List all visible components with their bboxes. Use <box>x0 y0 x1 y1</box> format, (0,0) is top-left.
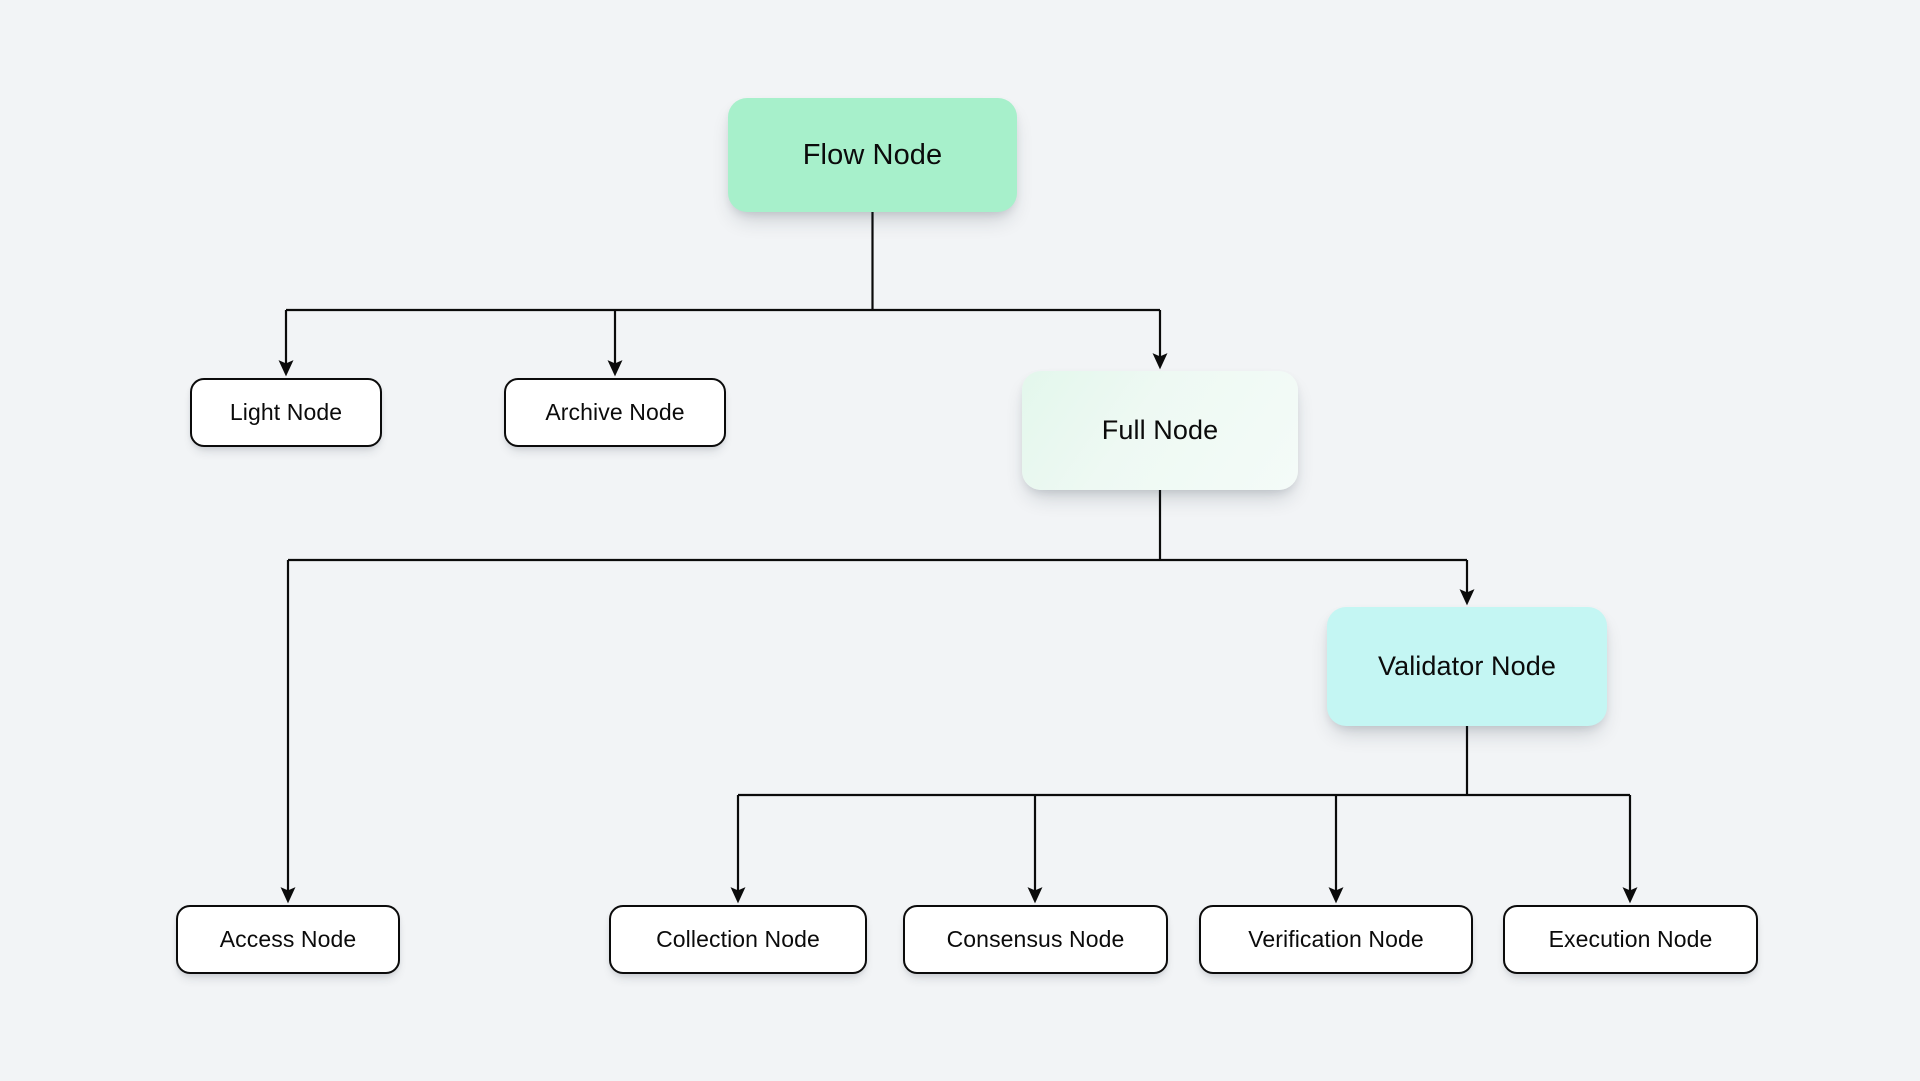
node-validator-node-label: Validator Node <box>1377 651 1556 681</box>
node-consensus-node-label: Consensus Node <box>946 926 1125 952</box>
node-archive-node[interactable]: Archive Node <box>504 378 726 447</box>
node-access-node-label: Access Node <box>219 926 357 952</box>
node-validator-node[interactable]: Validator Node <box>1327 607 1607 726</box>
node-execution-node[interactable]: Execution Node <box>1503 905 1758 974</box>
node-light-node-label: Light Node <box>229 399 343 425</box>
node-execution-node-label: Execution Node <box>1548 926 1713 952</box>
node-full-node[interactable]: Full Node <box>1022 371 1298 490</box>
node-verification-node-label: Verification Node <box>1248 926 1424 952</box>
node-consensus-node[interactable]: Consensus Node <box>903 905 1168 974</box>
node-collection-node-label: Collection Node <box>656 926 820 952</box>
node-flow-node-label: Flow Node <box>802 138 943 171</box>
node-light-node[interactable]: Light Node <box>190 378 382 447</box>
node-archive-node-label: Archive Node <box>545 399 685 425</box>
node-verification-node[interactable]: Verification Node <box>1199 905 1473 974</box>
node-flow-node[interactable]: Flow Node <box>728 98 1017 212</box>
node-access-node[interactable]: Access Node <box>176 905 400 974</box>
node-collection-node[interactable]: Collection Node <box>609 905 867 974</box>
node-full-node-label: Full Node <box>1101 415 1219 445</box>
